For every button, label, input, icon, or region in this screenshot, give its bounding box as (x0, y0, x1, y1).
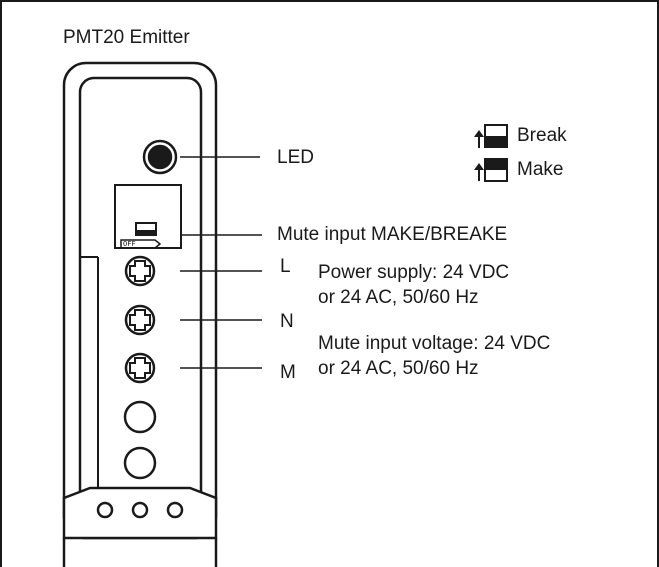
mute-voltage-note-line2: or 24 AC, 50/60 Hz (318, 358, 479, 379)
diagram-title: PMT20 Emitter (63, 27, 190, 48)
svg-text:OFF: OFF (123, 240, 136, 248)
terminal-l-label: L (280, 256, 291, 277)
power-supply-note-line1: Power supply: 24 VDC (318, 262, 510, 283)
terminal-l-screw (124, 255, 156, 287)
empty-terminal-2 (123, 446, 157, 480)
mute-dip-switch: OFF (114, 184, 182, 249)
empty-terminal-1 (123, 400, 157, 434)
emitter-housing (62, 61, 218, 540)
break-switch-icon (474, 124, 508, 148)
legend-make-label: Make (517, 159, 564, 180)
terminal-n-screw (124, 304, 156, 336)
terminal-n-label: N (280, 311, 294, 332)
led-label: LED (277, 147, 314, 168)
led-indicator (142, 139, 178, 175)
mute-voltage-note-line1: Mute input voltage: 24 VDC (318, 333, 551, 354)
terminal-m-label: M (280, 362, 296, 383)
make-switch-icon (474, 158, 508, 182)
housing-foot (62, 486, 218, 567)
mute-input-label: Mute input MAKE/BREAKE (277, 224, 508, 245)
terminal-m-screw (124, 352, 156, 384)
legend-break-label: Break (517, 125, 567, 146)
power-supply-note-line2: or 24 AC, 50/60 Hz (318, 287, 479, 308)
